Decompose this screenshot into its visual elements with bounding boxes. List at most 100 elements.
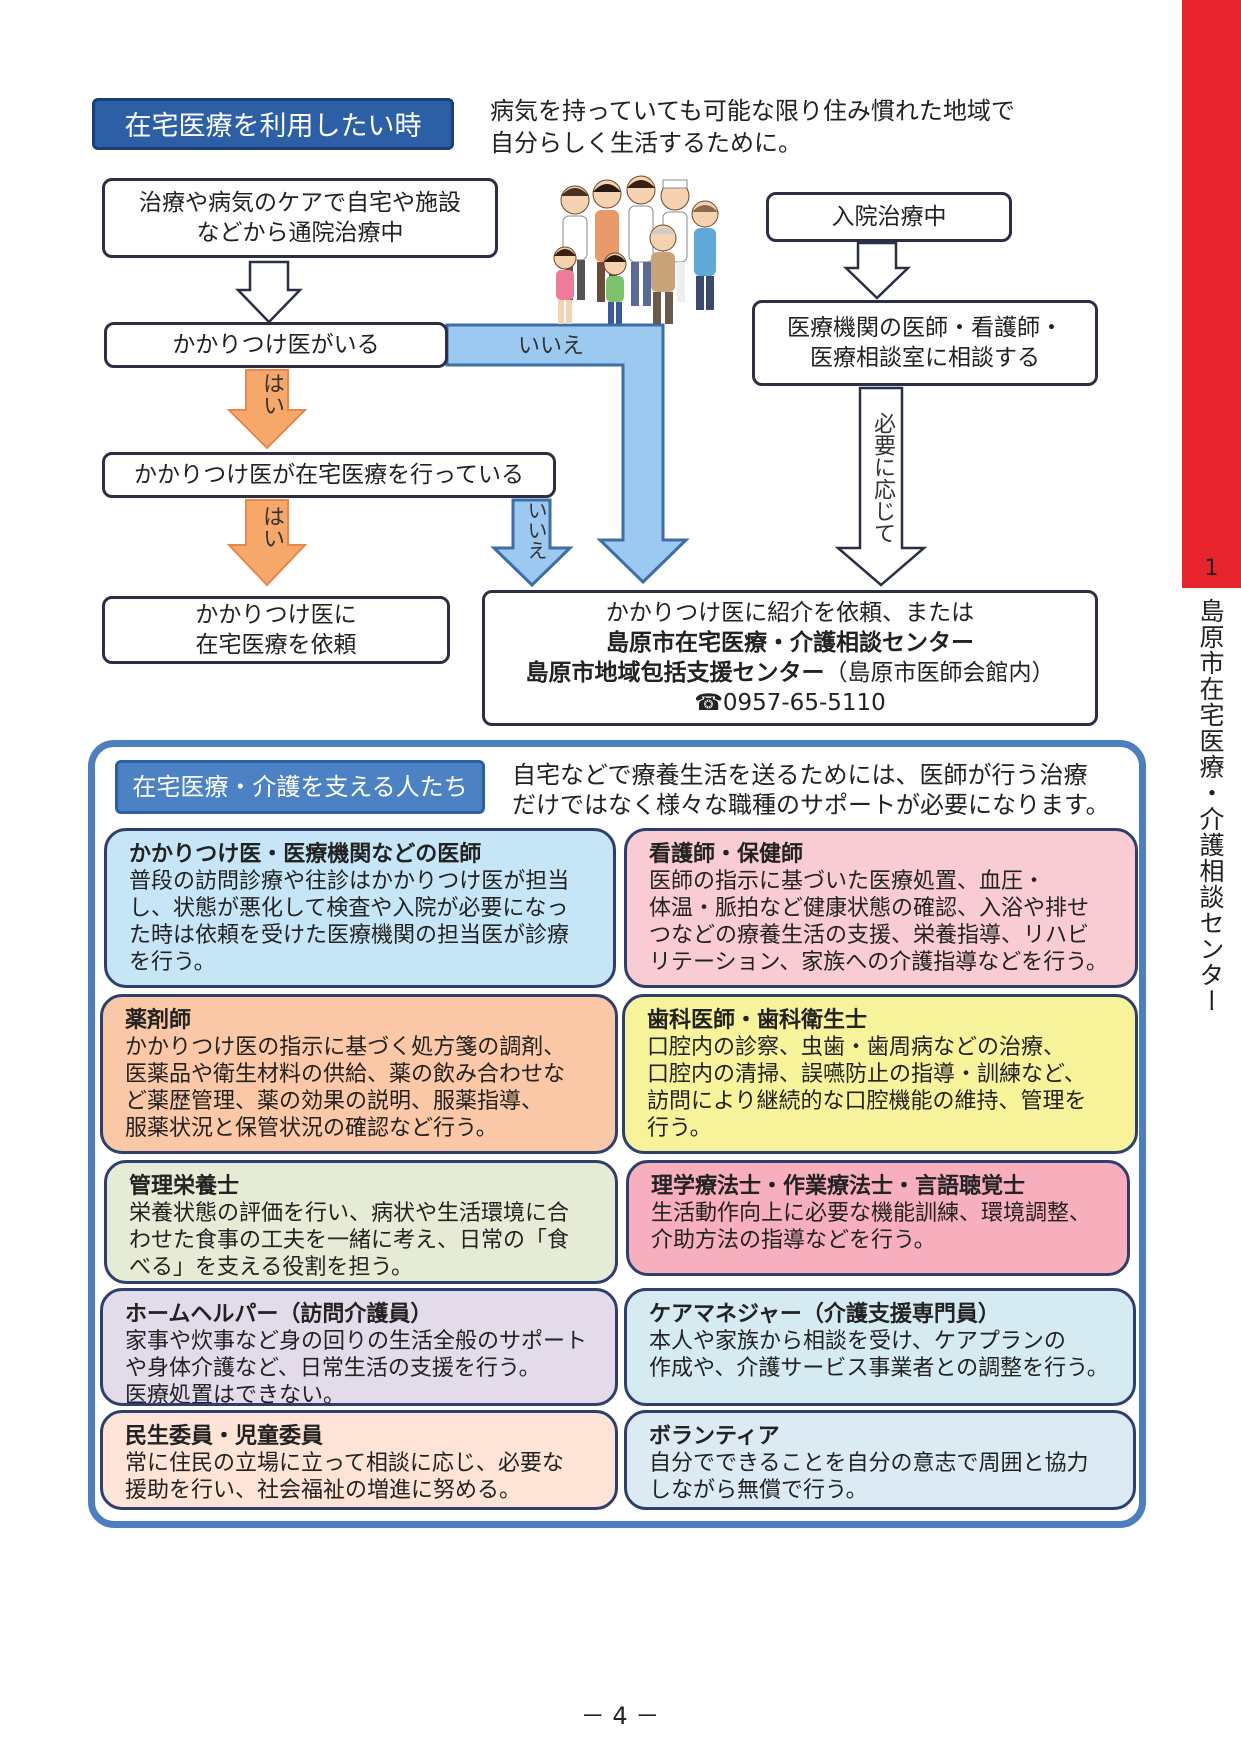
role-title: 管理栄養士 xyxy=(129,1174,240,1199)
role-title: ボランティア xyxy=(649,1424,780,1449)
role-description: た時は依頼を受けた医療機関の担当医が診療 xyxy=(129,923,570,948)
inpatient-box: 入院治療中 xyxy=(766,192,1012,242)
role-title: ケアマネジャー（介護支援専門員） xyxy=(649,1302,1000,1327)
role-description: 本人や家族から相談を受け、ケアプランの xyxy=(649,1329,1066,1354)
box-line: かかりつけ医に紹介を依頼、または xyxy=(605,600,975,626)
role-description: 生活動作向上に必要な機能訓練、環境調整、 xyxy=(651,1201,1092,1226)
role-description: わせた食事の工夫を一緒に考え、日常の「食 xyxy=(129,1228,570,1253)
section-description: 病気を持っていても可能な限り住み慣れた地域で 自分らしく生活するために。 xyxy=(490,95,1050,159)
role-description: べる」を支える役割を担う。 xyxy=(129,1255,414,1280)
arrow-down-white xyxy=(834,386,928,587)
flow-arrows xyxy=(226,241,928,588)
role-description: 作成や、介護サービス事業者との調整を行う。 xyxy=(649,1356,1109,1381)
arrow-down-white xyxy=(235,260,303,324)
role-description: を行う。 xyxy=(129,950,216,975)
role-card-nurse: 看護師・保健師 医師の指示に基づいた医療処置、血圧・ 体温・脈拍など健康状態の確… xyxy=(624,828,1138,988)
role-description: 医薬品や衛生材料の供給、薬の飲み合わせな xyxy=(125,1062,566,1087)
has-doctor-box: かかりつけ医がいる xyxy=(104,322,448,368)
person-figure xyxy=(626,175,656,306)
role-description: 体温・脈拍など健康状態の確認、入浴や排せ xyxy=(649,896,1090,921)
person-figure xyxy=(553,246,577,324)
support-section-intro: 自宅などで療養生活を送るためには、医師が行う治療 だけではなく様々な職種のサポー… xyxy=(512,760,1112,820)
box-line: 入院治療中 xyxy=(831,204,947,230)
center-name: 島原市地域包括支援センター xyxy=(525,660,825,686)
arrow-no-blue xyxy=(445,323,690,585)
role-card-dietitian: 管理栄養士 栄養状態の評価を行い、病状や生活環境に合 わせた食事の工夫を一緒に考… xyxy=(104,1160,618,1284)
role-card-volunteer: ボランティア 自分でできることを自分の意志で周囲と協力 しながら無償で行う。 xyxy=(624,1410,1136,1510)
role-title: 歯科医師・歯科衛生士 xyxy=(647,1008,868,1033)
box-line: かかりつけ医がいる xyxy=(172,332,380,358)
role-description: 医療処置はできない。 xyxy=(125,1383,346,1406)
role-card-doctor: かかりつけ医・医療機関などの医師 普段の訪問診療や往診はかかりつけ医が担当 し、… xyxy=(104,828,616,988)
role-description: 普段の訪問診療や往診はかかりつけ医が担当 xyxy=(129,869,570,894)
flow-start-box: 治療や病気のケアで自宅や施設 などから通院治療中 xyxy=(102,178,498,258)
role-description: 家事や炊事など身の回りの生活全般のサポート xyxy=(125,1329,588,1354)
yes-label: はい xyxy=(259,505,284,549)
page-number: － 4 － xyxy=(580,1702,660,1730)
person-figure xyxy=(649,224,677,324)
box-line: かかりつけ医に xyxy=(195,602,357,628)
box-line: 治療や病気のケアで自宅や施設 xyxy=(139,190,461,216)
box-line: などから通院治療中 xyxy=(196,220,404,246)
role-title: 看護師・保健師 xyxy=(649,842,804,867)
intro-line: 自宅などで療養生活を送るためには、医師が行う治療 xyxy=(512,761,1088,789)
role-title: 理学療法士・作業療法士・言語聴覚士 xyxy=(651,1174,1026,1199)
role-description: リテーション、家族への介護指導などを行う。 xyxy=(649,950,1108,975)
role-card-dentist: 歯科医師・歯科衛生士 口腔内の診察、虫歯・歯周病などの治療、 口腔内の清掃、誤嚥… xyxy=(622,994,1138,1154)
role-description: 口腔内の診察、虫歯・歯周病などの治療、 xyxy=(647,1035,1066,1060)
arrow-yes-orange xyxy=(226,499,308,587)
role-card-pharmacist: 薬剤師 かかりつけ医の指示に基づく処方箋の調剤、 医薬品や衛生材料の供給、薬の飲… xyxy=(100,994,618,1154)
role-description: 口腔内の清掃、誤嚥防止の指導・訓練など、 xyxy=(647,1062,1086,1087)
role-description: 栄養状態の評価を行い、病状や生活環境に合 xyxy=(129,1201,570,1226)
role-title: かかりつけ医・医療機関などの医師 xyxy=(129,842,482,867)
role-card-therapist: 理学療法士・作業療法士・言語聴覚士 生活動作向上に必要な機能訓練、環境調整、 介… xyxy=(626,1160,1130,1276)
intro-line: だけではなく様々な職種のサポートが必要になります。 xyxy=(512,791,1110,819)
role-description: 援助を行い、社会福祉の増進に努める。 xyxy=(125,1478,522,1503)
box-line: 医療相談室に相談する xyxy=(810,345,1040,371)
description-line: 病気を持っていても可能な限り住み慣れた地域で xyxy=(490,97,1015,125)
arrow-down-white xyxy=(842,241,912,300)
center-location: （島原市医師会館内） xyxy=(824,660,1055,686)
role-description: ど薬歴管理、薬の効果の説明、服薬指導、 xyxy=(125,1089,544,1114)
arrow-yes-orange xyxy=(226,369,308,450)
role-description: つなどの療養生活の支援、栄養指導、リハビ xyxy=(649,923,1090,948)
role-title: ホームヘルパー（訪問介護員） xyxy=(125,1302,433,1327)
role-description: や身体介護など、日常生活の支援を行う。 xyxy=(125,1356,541,1381)
person-figure xyxy=(603,252,627,324)
role-description: 医師の指示に基づいた医療処置、血圧・ xyxy=(649,869,1046,894)
section-title: 在宅医療を利用したい時 xyxy=(92,98,454,150)
role-description: しながら無償で行う。 xyxy=(649,1478,868,1503)
no-label: いいえ xyxy=(518,334,585,359)
role-title: 民生委員・児童委員 xyxy=(125,1424,324,1449)
destination-box: かかりつけ医に紹介を依頼、または 島原市在宅医療・介護相談センター 島原市地域包… xyxy=(482,590,1098,726)
role-description: 常に住民の立場に立って相談に応じ、必要な xyxy=(125,1451,564,1476)
as-needed-label: 必要に応じて xyxy=(870,412,895,544)
box-line: 医療機関の医師・看護師・ xyxy=(787,315,1063,341)
role-description: 訪問により継続的な口腔機能の維持、管理を xyxy=(647,1089,1087,1114)
phone-number: ☎0957-65-5110 xyxy=(694,690,886,716)
side-tab-label: 島原市在宅医療・介護相談センター xyxy=(1196,598,1225,1014)
person-figure xyxy=(691,200,719,310)
side-tab xyxy=(1182,0,1241,588)
role-description: し、状態が悪化して検査や入院が必要になっ xyxy=(129,896,569,921)
home-care-box: かかりつけ医が在宅医療を行っている xyxy=(102,452,556,498)
role-card-home-helper: ホームヘルパー（訪問介護員） 家事や炊事など身の回りの生活全般のサポート や身体… xyxy=(100,1288,618,1406)
role-title: 薬剤師 xyxy=(125,1008,192,1033)
role-card-welfare-commissioner: 民生委員・児童委員 常に住民の立場に立って相談に応じ、必要な 援助を行い、社会福… xyxy=(100,1410,618,1510)
description-line: 自分らしく生活するために。 xyxy=(490,129,802,157)
consult-box: 医療機関の医師・看護師・ 医療相談室に相談する xyxy=(752,300,1098,386)
role-description: 服薬状況と保管状況の確認など行う。 xyxy=(125,1116,498,1141)
role-description: かかりつけ医の指示に基づく処方箋の調剤、 xyxy=(125,1035,566,1060)
role-description: 行う。 xyxy=(647,1116,712,1141)
side-tab-number: 1 xyxy=(1204,556,1219,581)
support-section-title: 在宅医療・介護を支える人たち xyxy=(115,760,485,814)
box-line: 在宅医療を依頼 xyxy=(195,632,357,658)
box-line: かかりつけ医が在宅医療を行っている xyxy=(133,462,525,488)
arrow-no-blue xyxy=(490,498,574,588)
yes-label: はい xyxy=(259,372,284,416)
request-box: かかりつけ医に 在宅医療を依頼 xyxy=(102,596,450,664)
role-description: 介助方法の指導などを行う。 xyxy=(651,1228,936,1253)
role-description: 自分でできることを自分の意志で周囲と協力 xyxy=(649,1451,1089,1476)
people-illustration xyxy=(553,175,719,324)
role-card-care-manager: ケアマネジャー（介護支援専門員） 本人や家族から相談を受け、ケアプランの 作成や… xyxy=(624,1288,1136,1406)
